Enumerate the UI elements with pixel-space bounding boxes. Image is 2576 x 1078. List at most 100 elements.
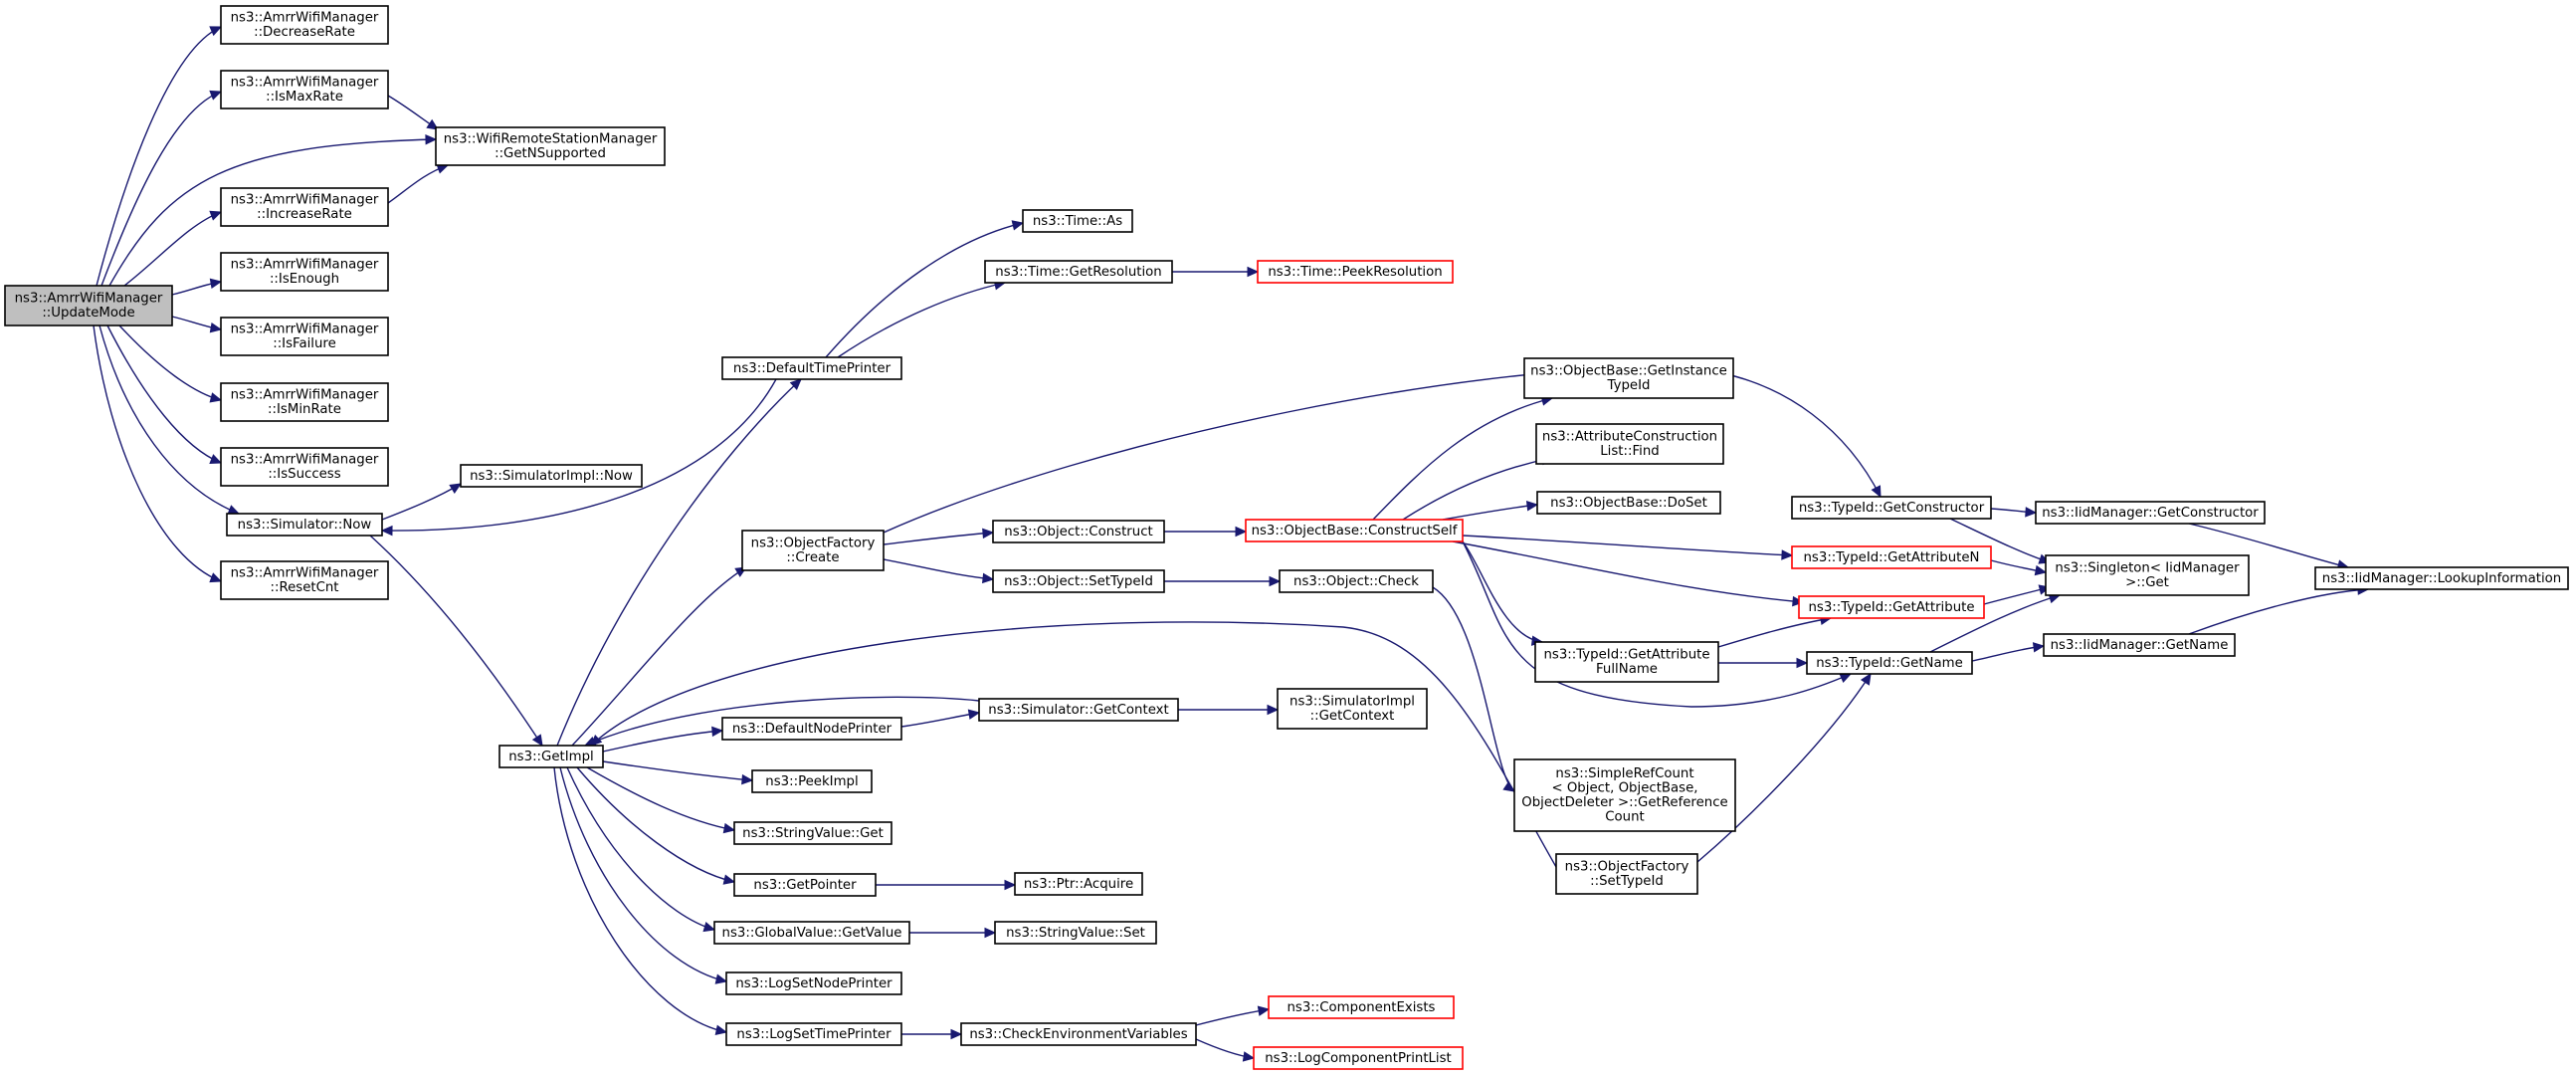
node-iidgetname[interactable]: ns3::IidManager::GetName (2043, 633, 2236, 657)
node-label: ns3::ObjectBase::ConstructSelf (1252, 524, 1458, 539)
arrowhead (722, 874, 736, 885)
arrowhead (209, 26, 223, 37)
node-stringvalueget[interactable]: ns3::StringValue::Get (733, 821, 892, 845)
arrowhead (722, 822, 736, 834)
node-label: ::ResetCnt (270, 580, 338, 595)
node-iidgetconstructor[interactable]: ns3::IidManager::GetConstructor (2035, 501, 2266, 525)
edge-updatemode-to-decreaserate (96, 26, 223, 287)
node-updatemode[interactable]: ns3::AmrrWifiManager::UpdateMode (4, 285, 173, 326)
arrowhead (209, 454, 223, 464)
node-timeas[interactable]: ns3::Time::As (1022, 209, 1133, 233)
node-simplerefcount[interactable]: ns3::SimpleRefCount< Object, ObjectBase,… (1513, 758, 1736, 832)
node-label: ns3::StringValue::Set (1006, 926, 1145, 941)
node-label: ns3::TypeId::GetName (1816, 656, 1963, 671)
node-singletonget[interactable]: ns3::Singleton< IidManager>::Get (2045, 554, 2250, 596)
node-simnow[interactable]: ns3::Simulator::Now (226, 513, 383, 537)
node-label: ns3::GetImpl (508, 750, 593, 764)
node-componentexists[interactable]: ns3::ComponentExists (1268, 995, 1455, 1019)
node-constructself[interactable]: ns3::ObjectBase::ConstructSelf (1245, 519, 1464, 542)
node-label: ns3::LogSetNodePrinter (735, 976, 892, 991)
node-getpointer[interactable]: ns3::GetPointer (733, 873, 877, 897)
node-objconstruct[interactable]: ns3::Object::Construct (992, 520, 1165, 543)
node-lookupinfo[interactable]: ns3::IidManager::LookupInformation (2314, 566, 2569, 590)
node-isminrate[interactable]: ns3::AmrrWifiManager::IsMinRate (220, 382, 389, 422)
edge-objfactcreate-to-objconstruct (883, 528, 995, 545)
arrowhead (1796, 657, 1809, 669)
node-defaulttimeprinter[interactable]: ns3::DefaultTimePrinter (721, 356, 902, 380)
node-objfactsettypeid[interactable]: ns3::ObjectFactory::SetTypeId (1555, 853, 1698, 895)
node-typeidgetname[interactable]: ns3::TypeId::GetName (1806, 651, 1973, 675)
node-label: >::Get (2125, 575, 2169, 590)
edge-constructself-to-getinstancetypeid (1372, 395, 1554, 521)
node-simgetcontext[interactable]: ns3::Simulator::GetContext (978, 698, 1179, 722)
node-label: ::IsMaxRate (266, 90, 343, 105)
node-getattribute[interactable]: ns3::TypeId::GetAttribute (1798, 595, 1985, 619)
node-label: ns3::IidManager::LookupInformation (2322, 571, 2561, 586)
node-decreaserate[interactable]: ns3::AmrrWifiManager::DecreaseRate (220, 5, 389, 45)
edge-simgetcontext-to-simimplgetcontext (1178, 704, 1280, 716)
node-label: ns3::TypeId::GetConstructor (1799, 501, 1985, 516)
node-getimpl[interactable]: ns3::GetImpl (498, 745, 604, 768)
node-label: ns3::PeekImpl (765, 774, 858, 789)
node-label: ns3::LogComponentPrintList (1265, 1051, 1452, 1066)
node-peekresolution[interactable]: ns3::Time::PeekResolution (1257, 260, 1454, 284)
node-label: ns3::SimpleRefCount (1555, 766, 1693, 781)
edge-getpointer-to-ptracquire (876, 879, 1017, 891)
node-stringvalueset[interactable]: ns3::StringValue::Set (994, 921, 1157, 945)
arrowhead (1267, 704, 1280, 716)
node-simimplgetcontext[interactable]: ns3::SimulatorImpl::GetContext (1277, 688, 1428, 730)
node-peekimpl[interactable]: ns3::PeekImpl (751, 769, 873, 793)
node-logsettimeprinter[interactable]: ns3::LogSetTimePrinter (725, 1022, 902, 1046)
node-getresolution[interactable]: ns3::Time::GetResolution (984, 260, 1173, 284)
arrowhead (741, 773, 754, 785)
node-logsetnodeprinter[interactable]: ns3::LogSetNodePrinter (725, 971, 902, 995)
node-ismaxrate[interactable]: ns3::AmrrWifiManager::IsMaxRate (220, 70, 389, 109)
node-objsettypeid[interactable]: ns3::Object::SetTypeId (992, 569, 1165, 593)
node-objfactcreate[interactable]: ns3::ObjectFactory::Create (741, 530, 885, 571)
edge-getimpl-to-globalvalueget (566, 766, 716, 933)
node-label: ns3::TypeId::GetAttributeN (1804, 550, 1980, 565)
node-isenough[interactable]: ns3::AmrrWifiManager::IsEnough (220, 252, 389, 292)
node-objcheck[interactable]: ns3::Object::Check (1279, 569, 1434, 593)
node-getconstructor[interactable]: ns3::TypeId::GetConstructor (1791, 496, 1992, 520)
arrowhead (967, 709, 981, 720)
edge-getattributen-to-singletonget (1990, 559, 2048, 576)
arrowhead (1871, 485, 1882, 499)
node-label: ns3::SimulatorImpl::Now (470, 469, 633, 484)
node-label: ns3::WifiRemoteStationManager (444, 132, 658, 147)
node-getattributen[interactable]: ns3::TypeId::GetAttributeN (1791, 545, 1992, 569)
node-label: ns3::ObjectBase::DoSet (1550, 496, 1707, 511)
arrowhead (209, 210, 223, 221)
node-label: ::IsSuccess (268, 467, 340, 482)
node-getnsupported[interactable]: ns3::WifiRemoteStationManager::GetNSuppo… (435, 126, 666, 166)
node-label: ns3::AmrrWifiManager (231, 258, 379, 273)
node-ptracquire[interactable]: ns3::Ptr::Acquire (1014, 872, 1143, 896)
node-label: ns3::TypeId::GetAttribute (1543, 648, 1709, 663)
arrowhead (1004, 879, 1017, 891)
node-simimplnow[interactable]: ns3::SimulatorImpl::Now (460, 464, 643, 488)
node-label: ns3::SimulatorImpl (1289, 695, 1415, 710)
node-defaultnodeprinter[interactable]: ns3::DefaultNodePrinter (721, 717, 902, 741)
edge-simnow-to-getimpl (369, 535, 543, 748)
node-resetcnt[interactable]: ns3::AmrrWifiManager::ResetCnt (220, 560, 389, 600)
edge-getimpl-to-stringvalueget (586, 766, 736, 834)
arrowhead (590, 734, 603, 747)
node-issuccess[interactable]: ns3::AmrrWifiManager::IsSuccess (220, 447, 389, 487)
arrowhead (1235, 526, 1248, 538)
node-logcomplist[interactable]: ns3::LogComponentPrintList (1253, 1046, 1464, 1070)
node-label: ns3::Object::Construct (1004, 525, 1152, 539)
node-checkenv[interactable]: ns3::CheckEnvironmentVariables (960, 1022, 1197, 1046)
edge-getconstructor-to-iidgetconstructor (1990, 507, 2038, 518)
node-increaserate[interactable]: ns3::AmrrWifiManager::IncreaseRate (220, 187, 389, 227)
node-globalvalueget[interactable]: ns3::GlobalValue::GetValue (713, 921, 910, 945)
node-isfailure[interactable]: ns3::AmrrWifiManager::IsFailure (220, 317, 389, 356)
node-doset[interactable]: ns3::ObjectBase::DoSet (1536, 491, 1721, 515)
node-label: ns3::StringValue::Get (742, 826, 884, 841)
arrowhead (1011, 220, 1025, 231)
edge-globalvalueget-to-stringvalueset (909, 927, 997, 939)
call-graph-nodes: ns3::AmrrWifiManager::UpdateModens3::Amr… (4, 5, 2569, 1070)
